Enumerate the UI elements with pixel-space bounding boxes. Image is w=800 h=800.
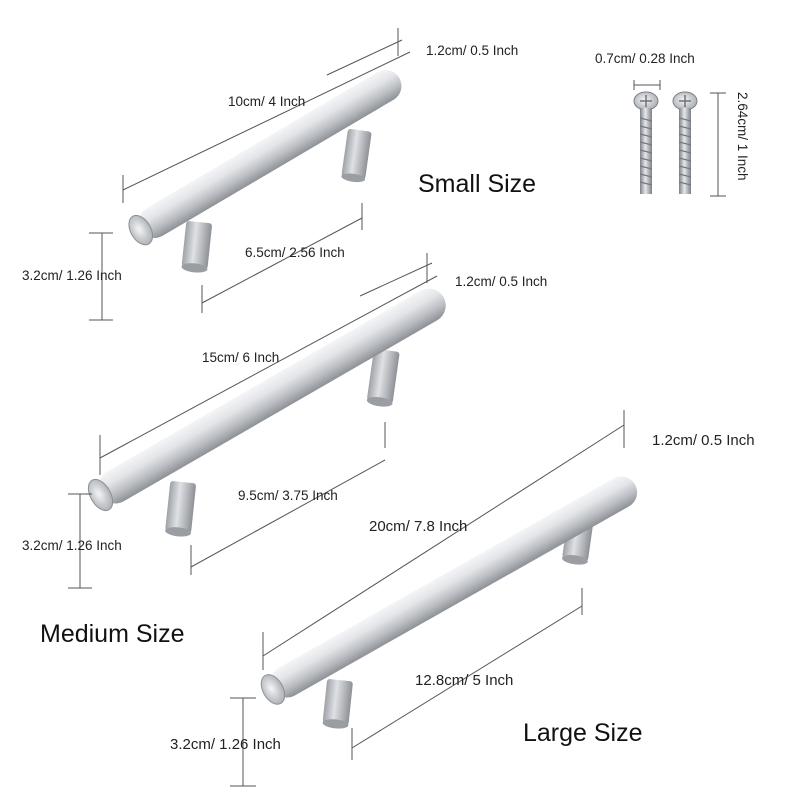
medium-handle-bar bbox=[87, 288, 446, 512]
small-diameter-label: 1.2cm/ 0.5 Inch bbox=[426, 43, 519, 58]
screw-right bbox=[672, 91, 698, 194]
small-height-label: 3.2cm/ 1.26 Inch bbox=[22, 268, 122, 283]
medium-handle-back-leg bbox=[366, 348, 400, 407]
large-handle bbox=[260, 476, 638, 729]
medium-diameter-label: 1.2cm/ 0.5 Inch bbox=[455, 274, 548, 289]
small-handle bbox=[128, 69, 402, 273]
small-size-title: Small Size bbox=[418, 170, 537, 198]
small-handle-bar bbox=[128, 69, 402, 246]
large-handle-bar bbox=[260, 476, 638, 705]
small-handle-front-leg bbox=[181, 221, 212, 273]
small-handle-back-leg bbox=[341, 128, 372, 183]
medium-handle bbox=[87, 288, 446, 537]
small-length-label: 10cm/ 4 Inch bbox=[228, 94, 306, 109]
screw-head-diameter-label: 0.7cm/ 0.28 Inch bbox=[595, 51, 695, 66]
medium-length-label: 15cm/ 6 Inch bbox=[202, 350, 280, 365]
large-height-label: 3.2cm/ 1.26 Inch bbox=[170, 736, 281, 753]
large-size-title: Large Size bbox=[523, 719, 643, 747]
dimension-lines bbox=[68, 28, 726, 787]
medium-hole-spacing-label: 9.5cm/ 3.75 Inch bbox=[238, 488, 338, 503]
large-handle-front-leg bbox=[322, 679, 353, 729]
medium-height-label: 3.2cm/ 1.26 Inch bbox=[22, 538, 122, 553]
small-hole-spacing-label: 6.5cm/ 2.56 Inch bbox=[245, 245, 345, 260]
screw-length-label: 2.64cm/ 1 Inch bbox=[735, 92, 750, 181]
screw-left bbox=[633, 91, 659, 194]
medium-size-title: Medium Size bbox=[40, 620, 185, 648]
large-hole-spacing-label: 12.8cm/ 5 Inch bbox=[415, 672, 514, 689]
medium-handle-front-leg bbox=[165, 481, 196, 537]
large-length-label: 20cm/ 7.8 Inch bbox=[369, 518, 468, 535]
large-diameter-label: 1.2cm/ 0.5 Inch bbox=[652, 432, 755, 449]
